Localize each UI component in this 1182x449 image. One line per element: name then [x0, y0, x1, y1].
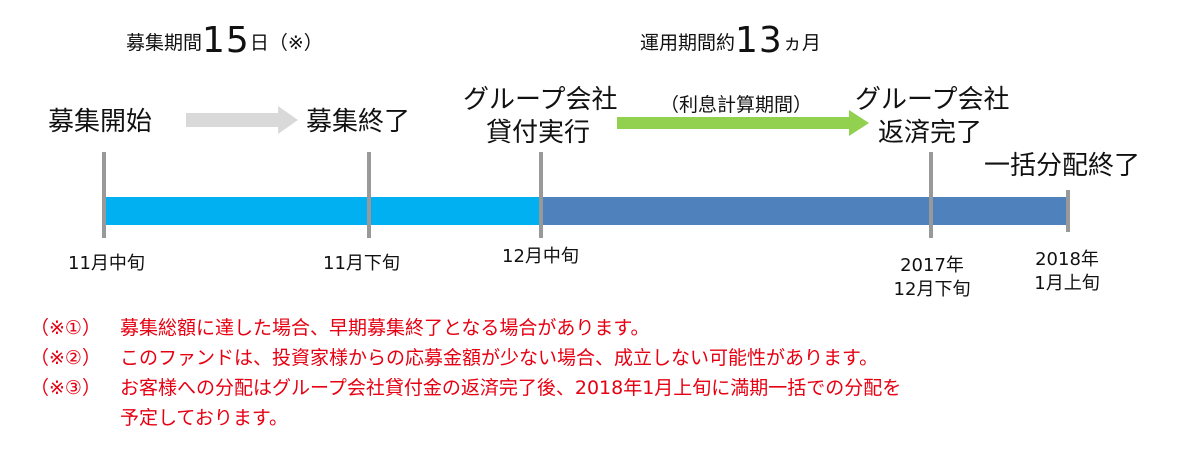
recruit-period-bar [104, 197, 542, 225]
tick-distribution-end [1066, 190, 1070, 232]
recruit-period-prefix: 募集期間 [126, 32, 203, 54]
note-1-text: 募集総額に達した場合、早期募集終了となる場合があります。 [120, 317, 650, 339]
milestone-repay-done-line1: グループ会社 [855, 85, 1010, 115]
milestone-distribution-end: 一括分配終了 [984, 151, 1141, 181]
note-3-text: お客様への分配はグループ会社貸付金の返済完了後、2018年1月上旬に満期一括での… [120, 377, 902, 399]
date-label-1: 11月中旬 [68, 252, 145, 276]
milestone-recruit-end: 募集終了 [306, 107, 411, 137]
green-arrow-icon [617, 110, 869, 136]
date-label-4-line1: 2017年 [900, 255, 964, 276]
date-label-4-line2: 12月下旬 [893, 279, 971, 300]
tick-recruit-end [367, 152, 371, 238]
operation-period-label: 運用期間約13ヵ月 [640, 20, 821, 61]
recruit-period-number: 15 [202, 20, 250, 61]
date-label-3-line1: 12月中旬 [502, 246, 579, 267]
tick-recruit-start [102, 152, 106, 238]
date-label-4: 2017年 12月下旬 [882, 254, 982, 302]
date-label-3: 12月中旬 [502, 245, 579, 269]
note-1: （※①） 募集総額に達した場合、早期募集終了となる場合があります。 [30, 313, 901, 343]
note-2-text: このファンドは、投資家様からの応募金額が少ない場合、成立しない可能性があります。 [120, 347, 879, 369]
milestone-repay-done-line2: 返済完了 [877, 118, 982, 148]
milestone-loan-exec: グループ会社 貸付実行 [463, 84, 618, 150]
operation-period-prefix: 運用期間約 [640, 32, 736, 54]
date-label-2: 11月下旬 [323, 252, 400, 276]
note-3-mark: （※③） [30, 377, 101, 399]
note-1-mark: （※①） [30, 317, 101, 339]
milestone-loan-exec-line1: グループ会社 [463, 85, 618, 115]
tick-repay-done [929, 152, 933, 238]
recruit-period-suffix: 日（※） [249, 32, 323, 54]
note-3-continued: 予定しております。 [120, 407, 288, 429]
operation-period-bar [542, 197, 1069, 225]
notes-list: （※①） 募集総額に達した場合、早期募集終了となる場合があります。 （※②） このフ… [30, 313, 901, 433]
milestone-loan-exec-line2: 貸付実行 [485, 118, 590, 148]
date-label-5-line1: 2018年 [1035, 249, 1099, 270]
date-label-2-line1: 11月下旬 [323, 253, 400, 274]
date-label-5-line2: 1月上旬 [1034, 273, 1100, 294]
interest-period-label: （利息計算期間） [660, 94, 813, 116]
note-3: （※③） お客様への分配はグループ会社貸付金の返済完了後、2018年1月上旬に満期… [30, 373, 901, 403]
gray-arrow-icon [186, 106, 298, 134]
note-2-mark: （※②） [30, 347, 101, 369]
tick-loan-exec [539, 152, 543, 238]
operation-period-number: 13 [735, 20, 783, 61]
milestone-repay-done: グループ会社 返済完了 [855, 84, 1010, 150]
date-label-1-line1: 11月中旬 [68, 253, 145, 274]
recruit-period-label: 募集期間15日（※） [126, 20, 323, 61]
note-2: （※②） このファンドは、投資家様からの応募金額が少ない場合、成立しない可能性があ… [30, 343, 901, 373]
milestone-recruit-start: 募集開始 [48, 107, 153, 137]
operation-period-suffix: ヵ月 [782, 32, 821, 54]
date-label-5: 2018年 1月上旬 [1022, 248, 1112, 296]
